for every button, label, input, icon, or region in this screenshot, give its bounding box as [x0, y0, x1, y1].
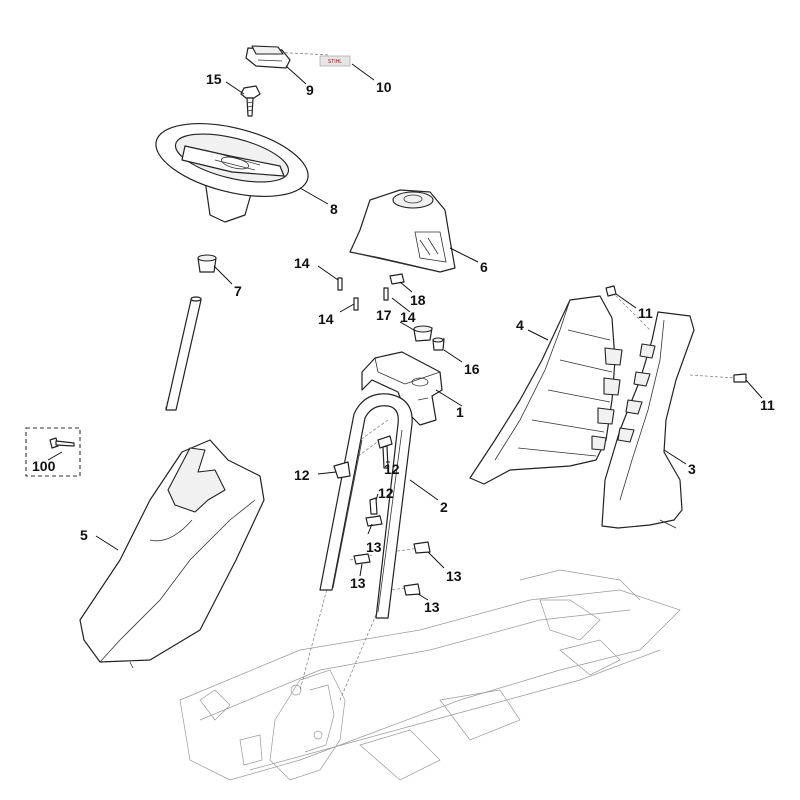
part-17-grommet: [413, 325, 433, 342]
part-9-cap: [245, 45, 291, 69]
chassis-frame: [179, 569, 681, 781]
callout-11b: 11: [760, 397, 775, 413]
part-7-bushing: [197, 254, 217, 273]
callout-15: 15: [206, 71, 222, 87]
callout-2: 2: [440, 499, 448, 515]
part-3-side-trim: [601, 311, 695, 529]
callout-7: 7: [234, 283, 242, 299]
callout-13c: 13: [446, 568, 462, 584]
part-2-steering-post: [319, 393, 413, 619]
callout-3: 3: [688, 461, 696, 477]
part-10-label: STIHL: [319, 55, 351, 67]
part-15-bolt: [240, 85, 261, 117]
label-sticker-text: STIHL: [328, 59, 342, 65]
callout-14c: 14: [400, 309, 416, 325]
part-8-steering-wheel: [155, 123, 309, 223]
callout-100: 100: [32, 458, 56, 474]
part-6-dash-cover: [349, 189, 456, 273]
callout-8: 8: [330, 201, 338, 217]
callout-14a: 14: [294, 255, 310, 271]
leader-lines: [47, 63, 763, 601]
callout-13b: 13: [350, 575, 366, 591]
callout-12b: 12: [384, 461, 400, 477]
callout-9: 9: [306, 82, 314, 98]
part-18-clip: [389, 273, 405, 285]
callout-14b: 14: [318, 311, 334, 327]
callout-10: 10: [376, 79, 392, 95]
callout-4: 4: [516, 317, 524, 333]
callout-13a: 13: [366, 539, 382, 555]
part-4-side-shroud: [469, 295, 623, 485]
callout-6: 6: [480, 259, 488, 275]
part-1-bracket: [361, 351, 443, 426]
callout-12c: 12: [378, 485, 394, 501]
callout-5: 5: [80, 527, 88, 543]
part-16-grommet: [432, 337, 445, 351]
callout-labels: 1 2 3 4 5 6 7 8 9 10 11 11 12 12 12 13 1…: [32, 71, 775, 615]
part-14-screws: [337, 277, 389, 311]
part-11-screws: [605, 285, 747, 383]
callout-11a: 11: [638, 305, 653, 321]
steering-shaft: [165, 296, 202, 411]
callout-1: 1: [456, 404, 464, 420]
callout-16: 16: [464, 361, 480, 377]
callout-13d: 13: [424, 599, 440, 615]
part-100-kit: [25, 427, 81, 477]
callout-18: 18: [410, 292, 426, 308]
part-5-lower-panel: [79, 439, 265, 669]
callout-17: 17: [376, 307, 392, 323]
callout-12a: 12: [294, 467, 310, 483]
